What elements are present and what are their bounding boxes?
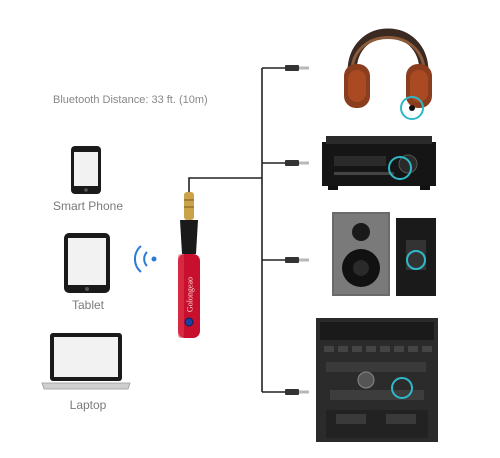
tablet-icon	[64, 233, 110, 293]
bookshelf-speakers-icon	[332, 212, 436, 296]
tablet-label: Tablet	[71, 298, 105, 312]
headphones-icon	[344, 28, 432, 120]
laptop-icon	[41, 333, 131, 390]
receiver-brand-label: Golongeao	[185, 276, 195, 313]
bluetooth-distance-label: Bluetooth Distance: 33 ft. (10m)	[53, 94, 208, 106]
smartphone-icon	[71, 146, 101, 194]
car-stereo-icon	[316, 318, 438, 442]
bluetooth-waves-icon	[134, 245, 157, 273]
av-receiver-icon	[322, 136, 436, 190]
smartphone-label: Smart Phone	[52, 199, 124, 213]
laptop-label: Laptop	[69, 398, 107, 412]
